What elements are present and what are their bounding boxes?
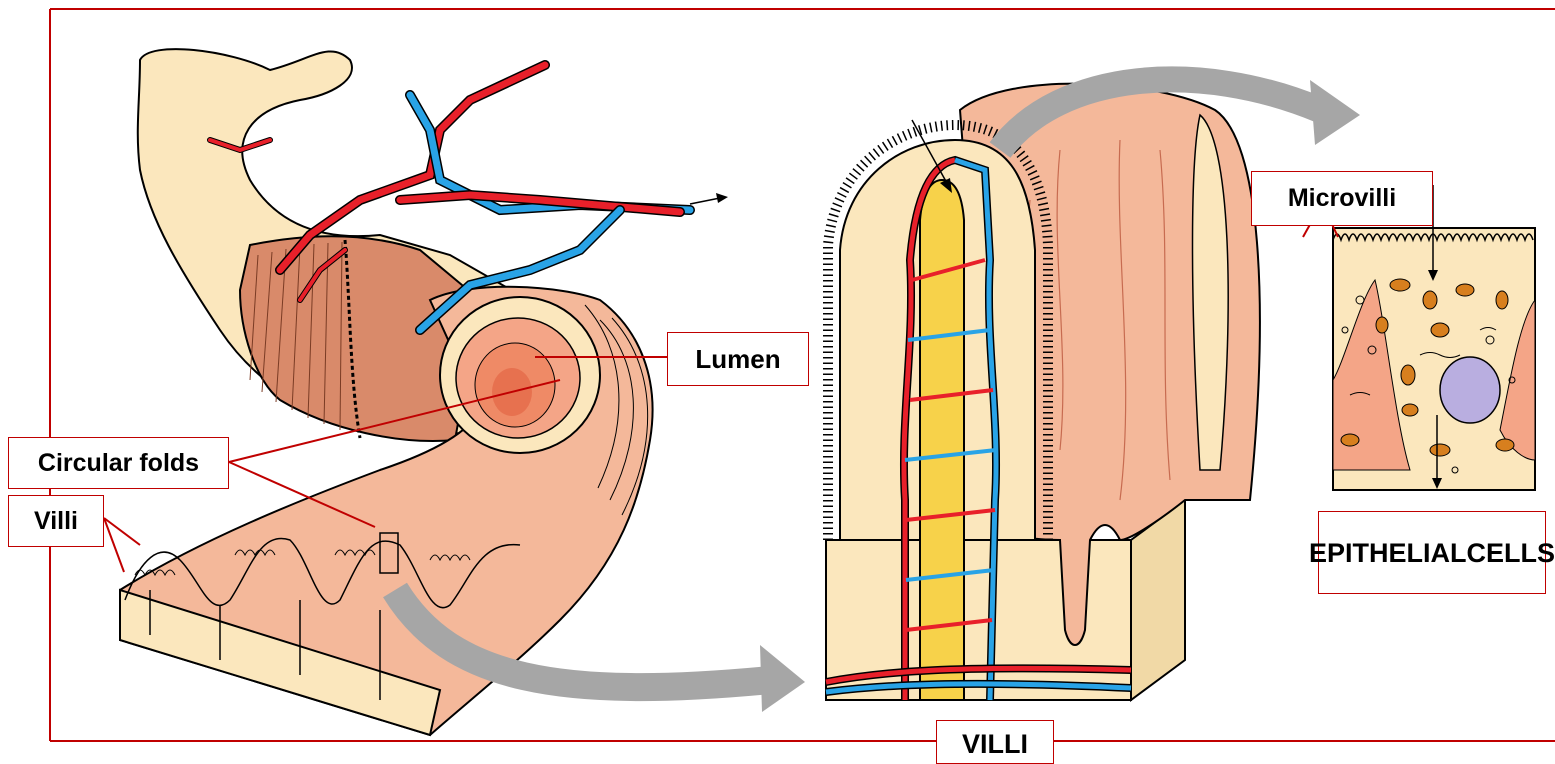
villi-caption: VILLI [936,720,1054,764]
circular-folds-label: Circular folds [8,437,229,489]
epithelial-line-2: CELLS [1467,537,1555,569]
microvilli-label: Microvilli [1251,171,1433,226]
villus-section [826,84,1260,700]
epithelial-cells [1333,185,1535,490]
intestine-tube [120,49,653,735]
villi-label: Villi [8,495,104,547]
vessel-arrow [690,193,728,204]
epithelial-cells-label: EPITHELIAL CELLS [1318,511,1546,594]
lumen-label: Lumen [667,332,809,386]
epithelial-line-1: EPITHELIAL [1309,537,1467,569]
